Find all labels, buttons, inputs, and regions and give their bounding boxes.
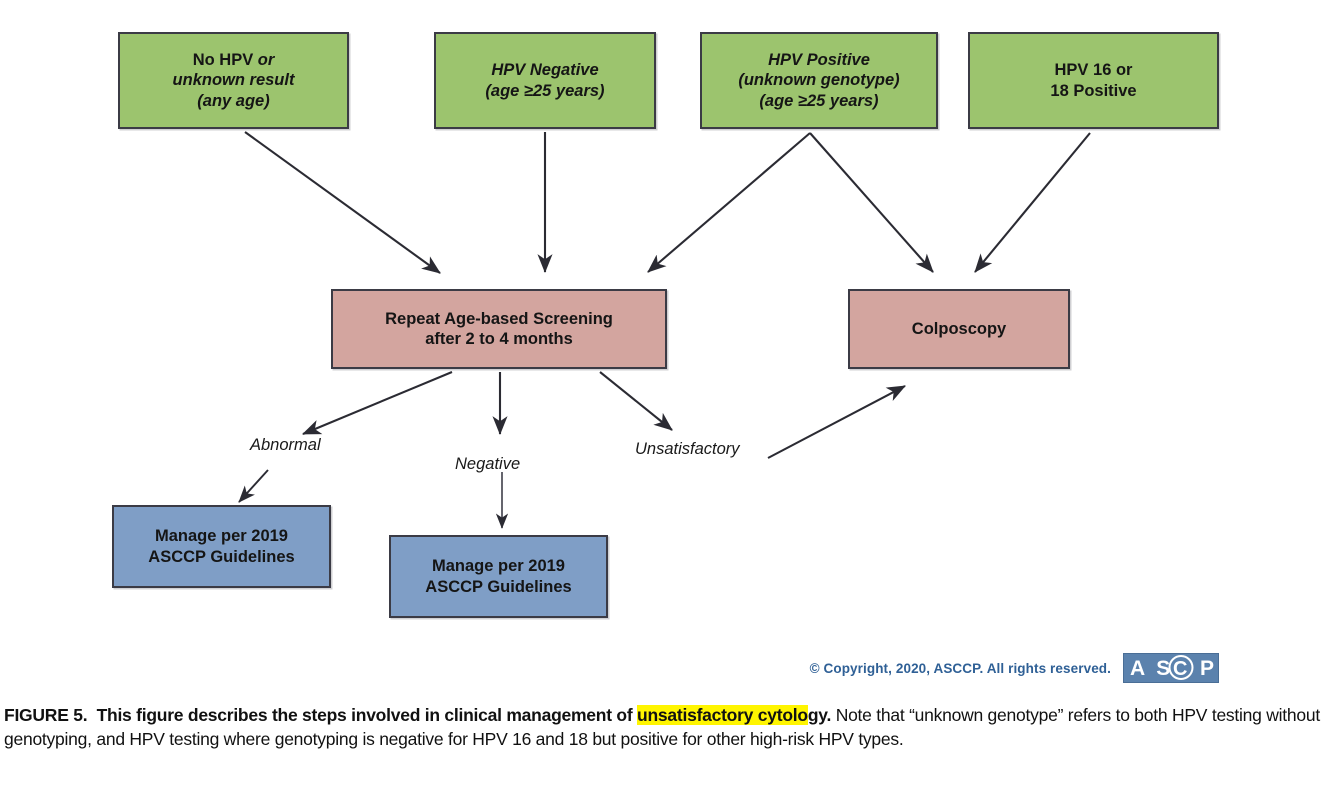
node-repeat-age-based-screening[interactable]: Repeat Age-based Screening after 2 to 4 …: [331, 289, 667, 369]
arrow-nohpv-to-repeat: [244, 131, 441, 274]
node-hpv-negative-label: HPV Negative (age ≥25 years): [485, 61, 605, 100]
arrow-hpv1618-to-colposcopy: [974, 132, 1091, 273]
caption-bold-tail: gy.: [807, 705, 832, 725]
node-no-hpv-label: No HPV or unknown result (any age): [172, 51, 295, 110]
node-manage-negative-label: Manage per 2019 ASCCP Guidelines: [425, 557, 572, 596]
svg-text:P: P: [1200, 657, 1214, 680]
node-colposcopy-label: Colposcopy: [911, 319, 1007, 338]
svg-text:C: C: [1173, 658, 1187, 680]
edge-label-unsatisfactory: Unsatisfactory: [635, 440, 740, 458]
arrow-repeat-to-abnormal-label: [302, 371, 453, 435]
caption-bold-lead: This figure describes the steps involved…: [96, 705, 638, 725]
edge-label-abnormal: Abnormal: [250, 436, 321, 454]
arrow-hpvpos-to-repeat: [647, 132, 811, 273]
node-manage-abnormal-label: Manage per 2019 ASCCP Guidelines: [148, 527, 295, 566]
asccp-logo: A S C P: [1123, 653, 1219, 683]
node-no-hpv-or-unknown-result[interactable]: No HPV or unknown result (any age): [118, 32, 349, 129]
node-manage-guidelines-negative[interactable]: Manage per 2019 ASCCP Guidelines: [389, 535, 608, 618]
caption-figure-id: FIGURE 5.: [4, 705, 88, 725]
node-hpv-positive-label: HPV Positive (unknown genotype) (age ≥25…: [738, 51, 900, 110]
node-hpv-16-18-label: HPV 16 or 18 Positive: [1050, 61, 1137, 100]
edge-label-negative: Negative: [455, 455, 521, 473]
figure-caption: FIGURE 5. This figure describes the step…: [0, 704, 1334, 752]
caption-rest: Note that “unknown genotype” refers to b…: [4, 705, 1320, 749]
node-hpv-negative[interactable]: HPV Negative (age ≥25 years): [434, 32, 656, 129]
node-hpv-positive-unknown-genotype[interactable]: HPV Positive (unknown genotype) (age ≥25…: [700, 32, 938, 129]
arrow-unsatisfactory-to-colposcopy: [767, 385, 906, 459]
copyright-row: © Copyright, 2020, ASCCP. All rights res…: [0, 648, 1334, 688]
svg-text:A S: A S: [1130, 657, 1173, 680]
node-repeat-screening-label: Repeat Age-based Screening after 2 to 4 …: [385, 309, 613, 348]
node-manage-guidelines-abnormal[interactable]: Manage per 2019 ASCCP Guidelines: [112, 505, 331, 588]
node-colposcopy[interactable]: Colposcopy: [848, 289, 1070, 369]
copyright-text: © Copyright, 2020, ASCCP. All rights res…: [809, 660, 1111, 676]
arrow-repeat-to-unsatisfactory-label: [599, 371, 673, 431]
arrow-hpvpos-to-colposcopy: [809, 132, 934, 273]
caption-highlight: unsatisfactory cytolo: [637, 705, 808, 725]
node-hpv-16-or-18-positive[interactable]: HPV 16 or 18 Positive: [968, 32, 1219, 129]
flowchart-diagram: No HPV or unknown result (any age) HPV N…: [112, 32, 1219, 618]
arrow-abnormal-to-manage: [238, 469, 269, 503]
